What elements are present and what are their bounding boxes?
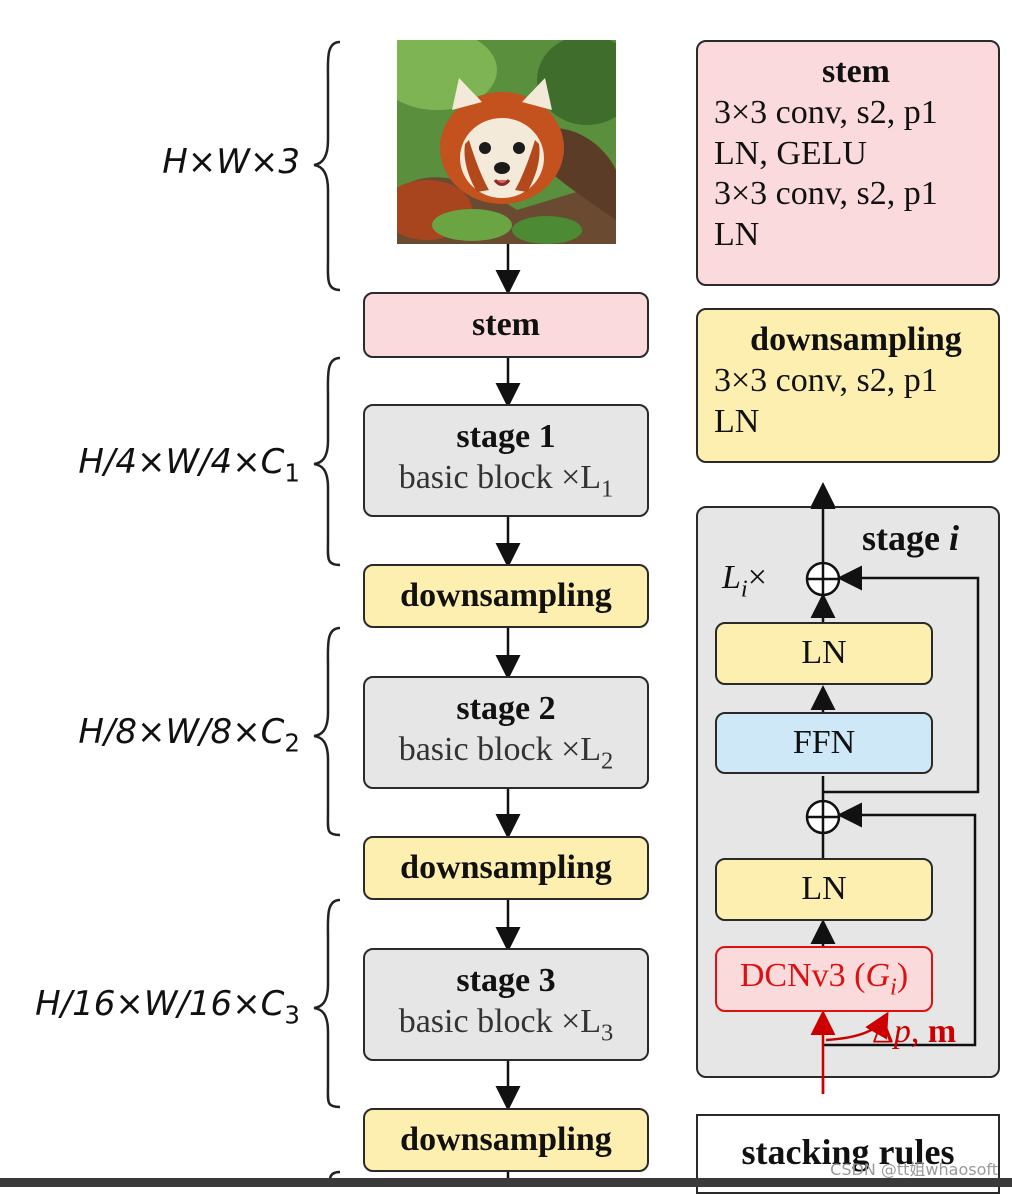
offset-m: m [927, 1013, 957, 1050]
ln-lower-label: LN [801, 870, 847, 908]
dcnv3-pre: DCNv3 ( [739, 957, 866, 995]
dim-label-stage1: H/4×W/4×C1 [0, 442, 300, 492]
ffn-box: FFN [715, 712, 933, 774]
stage-1-sub: 1 [601, 475, 614, 503]
stem-detail-line-4: LN [714, 216, 760, 254]
stage-3-body-text: basic block ×L [398, 1002, 602, 1040]
stage-1-body-text: basic block ×L [398, 458, 602, 496]
offset-var: p [893, 1013, 911, 1050]
ln-box-upper: LN [715, 622, 933, 685]
repeat-suffix: × [747, 559, 767, 596]
dim-stage3-text: H/16×W/16×C3 [35, 984, 300, 1030]
stage-1-box: stage 1 basic block ×L1 [363, 404, 649, 517]
dim-stage2-pre: H/8×W/8×C [78, 712, 285, 752]
ffn-label: FFN [792, 723, 856, 761]
dcnv3-sub: i [890, 973, 897, 1001]
dim-stage2-text: H/8×W/8×C2 [78, 712, 300, 758]
downsampling-label-1: downsampling [400, 576, 612, 614]
brace-stage3 [313, 898, 341, 1109]
offset-label: Δp, m [872, 1012, 956, 1053]
repeat-label: Li× [722, 558, 767, 604]
dim-stage1-text: H/4×W/4×C1 [78, 442, 300, 488]
offset-delta: Δ [872, 1013, 894, 1050]
downsampling-label-2: downsampling [400, 848, 612, 886]
stem-detail-panel: stem 3×3 conv, s2, p1 LN, GELU 3×3 conv,… [696, 40, 1000, 286]
dim-label-input: H×W×3 [0, 142, 300, 192]
repeat-var: L [722, 559, 741, 596]
stage-3-body: basic block ×L3 [399, 1002, 614, 1048]
dim-stage3-sub: 3 [284, 1000, 300, 1030]
red-panda-illustration [397, 40, 616, 244]
dim-label-stage2: H/8×W/8×C2 [0, 712, 300, 762]
stage-i-title: stage i [862, 518, 959, 559]
stem-detail-line-1: 3×3 conv, s2, p1 [714, 93, 938, 131]
dim-input-text: H×W×3 [162, 142, 300, 182]
offset-sep: , [910, 1013, 928, 1050]
watermark: CSDN @tt姐whaosoft [830, 1160, 998, 1179]
stage-3-sub: 3 [601, 1019, 614, 1047]
stage-3-box: stage 3 basic block ×L3 [363, 948, 649, 1061]
brace-stage1 [313, 356, 341, 567]
downsampling-detail-line-2: LN [714, 402, 760, 440]
downsampling-box-1: downsampling [363, 564, 649, 628]
stage-2-title: stage 2 [456, 690, 556, 728]
dim-label-stage3: H/16×W/16×C3 [0, 984, 300, 1034]
stem-detail-line-2: LN, GELU [714, 134, 867, 172]
dim-stage1-sub: 1 [284, 458, 300, 488]
stage-i-title-text: stage [862, 518, 949, 558]
stage-i-title-var: i [948, 518, 959, 558]
stage-2-sub: 2 [601, 747, 614, 775]
dcnv3-box: DCNv3 (Gi) [715, 946, 933, 1012]
stage-2-box: stage 2 basic block ×L2 [363, 676, 649, 789]
add-node-bottom [805, 799, 841, 835]
repeat-sub: i [740, 575, 748, 603]
brace-stage2 [313, 626, 341, 837]
stage-1-body: basic block ×L1 [399, 458, 614, 504]
dcnv3-post: ) [896, 957, 909, 995]
input-image-red-panda [397, 40, 616, 244]
downsampling-detail-title: downsampling [750, 321, 962, 358]
stem-box: stem [363, 292, 649, 358]
stage-2-body: basic block ×L2 [399, 730, 614, 776]
ln-upper-label: LN [801, 634, 847, 672]
dim-stage3-pre: H/16×W/16×C [35, 984, 285, 1024]
dcnv3-label: DCNv3 (Gi) [740, 956, 908, 1002]
stage-3-title: stage 3 [456, 962, 556, 1000]
stage-1-title: stage 1 [456, 418, 556, 456]
downsampling-box-3: downsampling [363, 1108, 649, 1172]
stacking-rules-title: stacking rules [741, 1132, 955, 1172]
ln-box-lower: LN [715, 858, 933, 921]
brace-input [313, 40, 341, 292]
downsampling-detail-line-1: 3×3 conv, s2, p1 [714, 361, 938, 399]
dcnv3-var: G [865, 957, 891, 995]
dim-stage2-sub: 2 [284, 728, 300, 758]
stem-detail-line-3: 3×3 conv, s2, p1 [714, 175, 938, 213]
downsampling-label-3: downsampling [400, 1120, 612, 1158]
dim-stage1-pre: H/4×W/4×C [78, 442, 285, 482]
bottom-bar [0, 1178, 1012, 1187]
stem-detail-title: stem [822, 53, 890, 90]
downsampling-detail-panel: downsampling 3×3 conv, s2, p1 LN [696, 308, 1000, 463]
stage-2-body-text: basic block ×L [398, 730, 602, 768]
stem-label: stem [472, 305, 540, 343]
downsampling-box-2: downsampling [363, 836, 649, 900]
add-node-top [805, 561, 841, 597]
